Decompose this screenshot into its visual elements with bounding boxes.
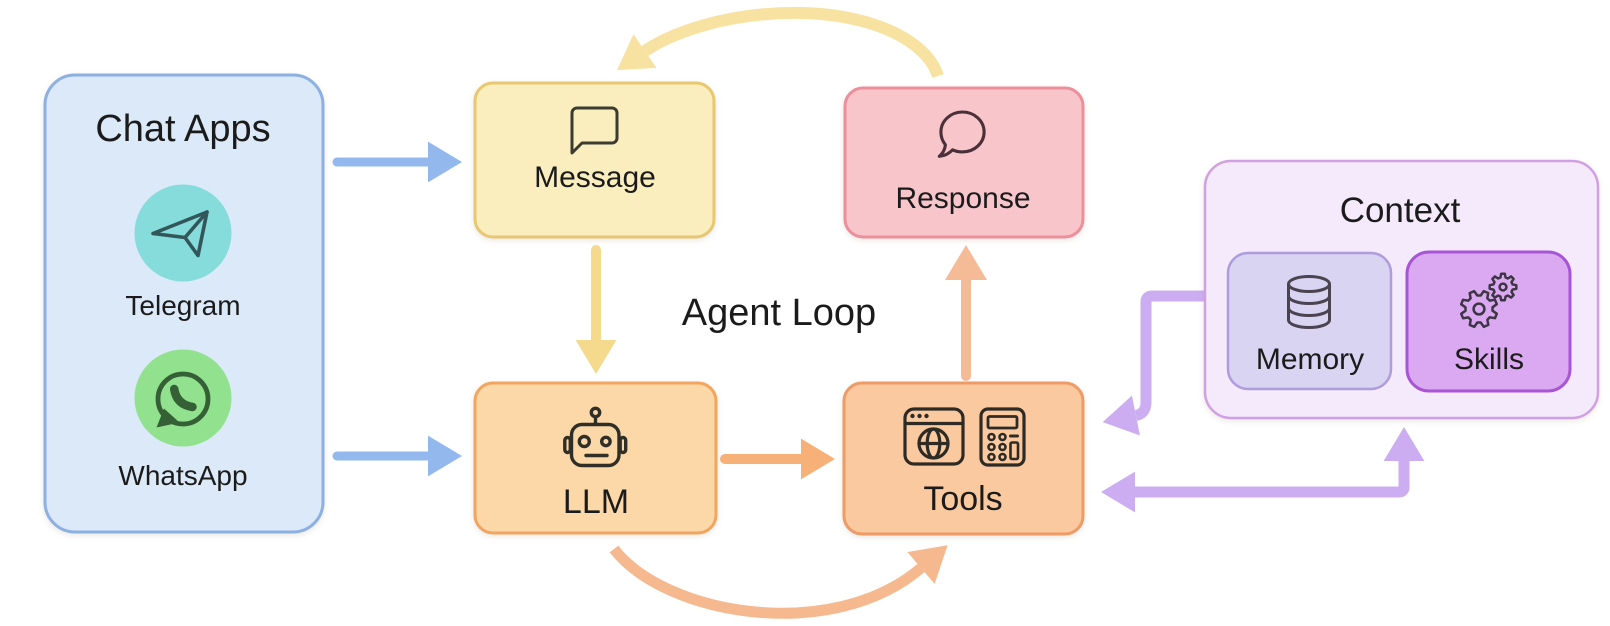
- svg-text:Telegram: Telegram: [125, 290, 240, 321]
- svg-text:LLM: LLM: [563, 483, 629, 521]
- svg-text:Context: Context: [1340, 191, 1461, 230]
- svg-text:Chat Apps: Chat Apps: [95, 108, 270, 150]
- svg-text:Tools: Tools: [923, 480, 1002, 518]
- svg-text:Response: Response: [895, 182, 1030, 215]
- svg-text:Agent Loop: Agent Loop: [682, 292, 876, 334]
- svg-text:Skills: Skills: [1454, 343, 1524, 376]
- svg-text:WhatsApp: WhatsApp: [118, 460, 247, 491]
- svg-text:Message: Message: [534, 161, 656, 194]
- svg-text:Memory: Memory: [1256, 343, 1364, 376]
